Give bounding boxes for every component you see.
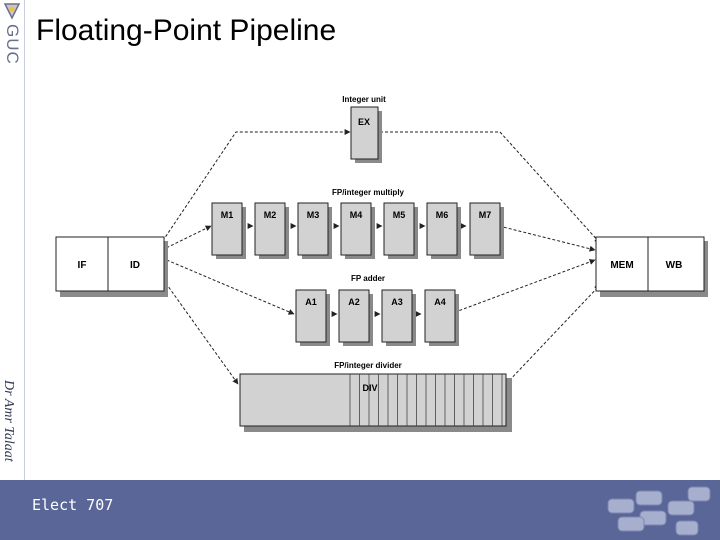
adder-label: FP adder: [351, 274, 385, 283]
multiply-stage-1: M1: [211, 202, 246, 259]
molecule-graphic-icon: [607, 486, 711, 536]
divider-stage: DIV: [239, 373, 512, 432]
wb-label: WB: [666, 260, 683, 271]
slide-title: Floating-Point Pipeline: [36, 14, 337, 47]
adder-stage-4-label: A4: [434, 297, 446, 307]
guc-logo-icon: [3, 3, 21, 20]
multiply-stage-7-label: M7: [479, 210, 492, 220]
path-to-ex: [159, 129, 351, 246]
multiply-stage-6-label: M6: [436, 210, 449, 220]
multiply-stages: M1 M2 M3 M4 M5 M6 M7: [211, 202, 504, 259]
course-code: Elect 707: [32, 496, 114, 514]
adder-stage-1-label: A1: [305, 297, 317, 307]
adder-stage-1: A1: [295, 289, 330, 346]
logo-text: GUC: [3, 24, 22, 65]
adder-stage-3: A3: [381, 289, 416, 346]
ex-label: EX: [358, 117, 370, 127]
adder-stage-4: A4: [424, 289, 459, 346]
multiply-stage-3-label: M3: [307, 210, 320, 220]
multiply-stage-6: M6: [426, 202, 461, 259]
multiply-stage-4: M4: [340, 202, 375, 259]
adder-stage-2: A2: [338, 289, 373, 346]
adder-stages: A1 A2 A3 A4: [295, 289, 459, 346]
footer-bar: Elect 707: [0, 480, 720, 540]
integer-unit-label: Integer unit: [342, 95, 386, 104]
mem-wb-block: MEM WB: [595, 236, 708, 297]
multiply-stage-5-label: M5: [393, 210, 406, 220]
pipeline-diagram: IF ID MEM WB Integer unit EX FP/integer …: [55, 95, 708, 432]
if-id-block: IF ID: [55, 236, 168, 297]
div-label: DIV: [362, 383, 377, 393]
multiply-stage-4-label: M4: [350, 210, 363, 220]
divider-label: FP/integer divider: [334, 361, 402, 370]
multiply-stage-2-label: M2: [264, 210, 277, 220]
path-from-ex: [380, 131, 601, 244]
if-label: IF: [78, 260, 87, 271]
multiply-stage-2: M2: [254, 202, 289, 259]
left-sidebar: GUC Dr Amr Talaat: [0, 0, 25, 480]
multiply-stage-3: M3: [297, 202, 332, 259]
ex-stage: EX: [350, 106, 382, 163]
multiply-stage-5: M5: [383, 202, 418, 259]
author-name: Dr Amr Talaat: [1, 380, 16, 462]
multiply-label: FP/integer multiply: [332, 188, 405, 197]
adder-stage-3-label: A3: [391, 297, 403, 307]
id-label: ID: [130, 260, 140, 271]
multiply-stage-1-label: M1: [221, 210, 234, 220]
multiply-stage-7: M7: [469, 202, 504, 259]
adder-stage-2-label: A2: [348, 297, 360, 307]
mem-label: MEM: [610, 260, 633, 271]
